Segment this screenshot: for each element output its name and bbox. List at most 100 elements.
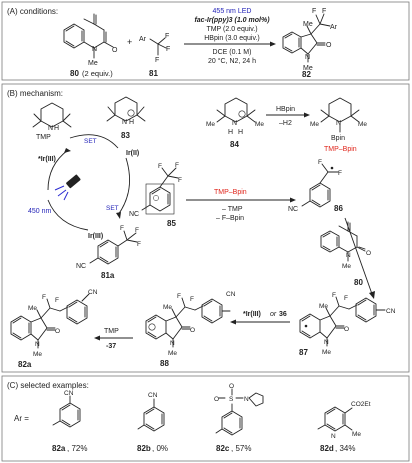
f3-81: F [155, 57, 159, 64]
n-ex-82c: N [244, 396, 249, 403]
atom-o-82: O [326, 42, 332, 49]
label-tmp: TMP [36, 134, 51, 141]
ar-82: Ar [330, 24, 338, 31]
label-80b: 80 [354, 278, 363, 287]
ar-81: Ar [139, 36, 147, 43]
example-82c-structure [215, 388, 264, 436]
condition-tmp: TMP (2.0 equiv.) [206, 26, 257, 33]
reaction-arrowhead-a [270, 41, 276, 47]
borylation-arrowhead [304, 112, 310, 118]
o-82a: O [55, 328, 60, 335]
f2-85: F [175, 162, 179, 169]
atom-o-80: O [112, 47, 118, 54]
f1-82a: F [42, 294, 46, 301]
byproduct-h2: –H2 [279, 120, 292, 127]
co2et-ex-82d: CO2Et [351, 401, 371, 408]
f1-88: F [177, 293, 181, 300]
n-83: N [122, 119, 127, 126]
label-83: 83 [121, 131, 130, 140]
n-82a: N [35, 341, 40, 348]
set-label-1: SET [84, 138, 97, 145]
cn-82a: CN [88, 289, 98, 296]
o-88: O [190, 327, 195, 334]
radical-dot-86 [330, 166, 334, 170]
reagent-hbpin: HBpin [276, 106, 295, 113]
f1-85: F [158, 163, 162, 170]
label-82: 82 [302, 70, 311, 79]
compound-80-structure [63, 13, 114, 59]
f2-82: F [322, 8, 326, 15]
oxidation-arrowhead [230, 319, 236, 325]
label-86: 86 [334, 204, 343, 213]
tmp-bpin-structure [320, 97, 360, 133]
condition-solvent: DCE (0.1 M) [213, 49, 252, 56]
o1-ex-82c: O [214, 396, 219, 403]
panel-c-frame [1, 375, 410, 462]
cycle-arc-bottom [47, 199, 89, 231]
compound-86-structure [301, 163, 339, 208]
equiv-80: (2 equiv.) [82, 69, 113, 78]
tmp-structure [32, 102, 72, 128]
cn-88: CN [226, 291, 236, 298]
nc-81a: NC [76, 263, 86, 270]
h-tmp: H [54, 125, 59, 132]
s-ex-82c: S [229, 396, 234, 403]
n-80b: N [346, 252, 351, 259]
catalyst-ir3: Ir(III) [88, 233, 103, 240]
compound-88-structure [145, 297, 231, 348]
label-85: 85 [167, 219, 176, 228]
cycle-arrowhead-right [116, 212, 121, 219]
me1-84: Me [206, 121, 215, 128]
example-82d-structure [317, 406, 353, 432]
plus-sign: + [127, 37, 132, 47]
compound-87-structure [299, 296, 386, 347]
f2-81: F [166, 46, 170, 53]
example-82b-id: 82b [137, 444, 151, 453]
cycle-arrowhead-left [64, 148, 71, 153]
panel-a-title: (A) conditions: [7, 7, 58, 16]
nc-85: NC [129, 211, 139, 218]
cycle-arc-right [117, 157, 131, 216]
label-82a-mech: 82a [18, 360, 32, 369]
nme-82a: Me [33, 351, 42, 358]
nme-88: Me [168, 350, 177, 357]
radical-dot-87 [304, 324, 308, 328]
ar-equals-label: Ar = [14, 414, 29, 423]
nc-86: NC [288, 206, 298, 213]
methyl-82: Me [303, 21, 313, 28]
byproduct-37: -37 [106, 343, 116, 350]
example-82d-id: 82d [320, 444, 334, 453]
cn-ex-82b: CN [148, 392, 158, 399]
f2-81a: F [135, 227, 139, 234]
label-81: 81 [149, 69, 158, 78]
byproduct-fbpin: – F–Bpin [216, 215, 244, 222]
h-83: H [129, 119, 134, 126]
me-80b: Me [342, 263, 351, 270]
methyl-n-82: Me [303, 65, 313, 72]
f1-81: F [165, 33, 169, 40]
light-source-icon [54, 174, 81, 201]
o-80b: O [366, 250, 371, 257]
example-82a-id: 82a [52, 444, 66, 453]
compound-84-structure [216, 97, 256, 123]
f1-82: F [312, 8, 316, 15]
example-82d-yield: , 34% [335, 444, 355, 453]
n-84: N [232, 120, 237, 127]
radical-anion-marker [153, 195, 159, 201]
n-88: N [170, 340, 175, 347]
o2-ex-82c: O [229, 383, 234, 390]
f1-81a: F [120, 225, 124, 232]
deprotonation-arrowhead [94, 335, 100, 341]
label-tmp-bpin: TMP–Bpin [324, 146, 357, 153]
f2-87: F [344, 295, 348, 302]
cation-marker-88 [148, 323, 156, 331]
compound-81a-structure [89, 230, 138, 265]
f3-81a: F [137, 241, 141, 248]
condition-hbpin: HBpin (3.0 equiv.) [204, 35, 260, 42]
atom-n-82: N [305, 54, 310, 61]
n-87: N [324, 339, 329, 346]
defluorination-arrowhead [290, 197, 296, 203]
oxidant-or: or [270, 311, 277, 318]
n-tmpbpin: N [336, 120, 341, 127]
